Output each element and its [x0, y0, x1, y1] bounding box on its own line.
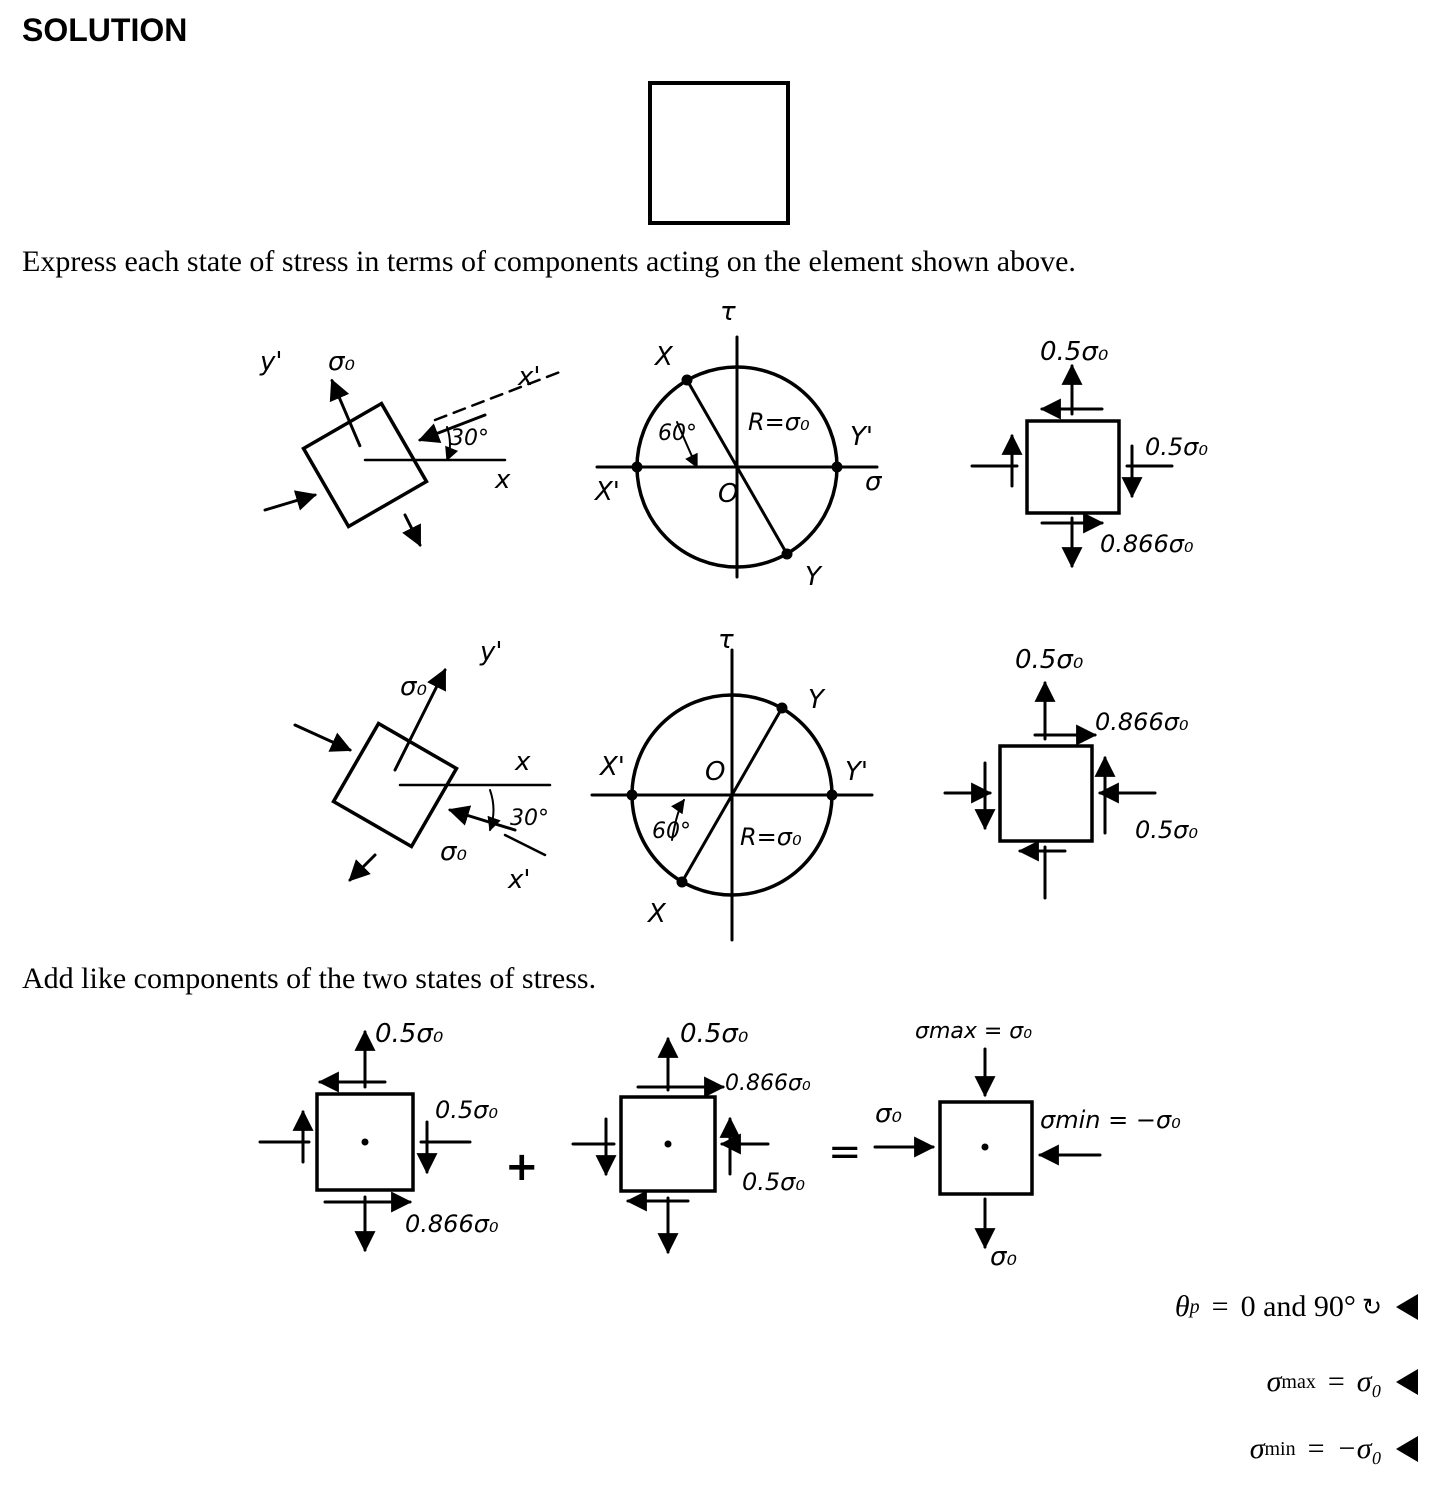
- equals: =: [1327, 1365, 1345, 1398]
- label: τ: [718, 625, 734, 655]
- label: 0.5σ₀: [1015, 645, 1084, 675]
- label: 0.5σ₀: [680, 1019, 749, 1049]
- label: σ₀: [328, 347, 355, 377]
- sigma-min-value: −σ₀: [1336, 1432, 1382, 1465]
- stress-element-square: [648, 81, 790, 225]
- sigma-symbol: σ: [1249, 1432, 1265, 1465]
- label: 0.5σ₀: [375, 1019, 444, 1049]
- label: Y: [808, 685, 826, 715]
- label: 0.866σ₀: [1095, 708, 1189, 736]
- max-subscript: max: [1281, 1370, 1316, 1393]
- answer-marker-icon: [1396, 1436, 1418, 1462]
- label: X': [598, 752, 625, 782]
- equals: =: [1307, 1432, 1325, 1465]
- superposition-figure: 0.5σ₀ 0.5σ₀ 0.866σ₀ + 0.5σ₀ 0.866σ₀ 0.5σ…: [258, 1019, 1181, 1272]
- label: R=σ₀: [740, 823, 802, 851]
- label: 0.866σ₀: [405, 1210, 499, 1238]
- plus-sign: +: [505, 1144, 539, 1190]
- equals-sign: =: [828, 1129, 862, 1175]
- state1-mohr-circle: [595, 335, 879, 579]
- element-a: [258, 1029, 472, 1253]
- instruction-text-2: Add like components of the two states of…: [22, 962, 597, 995]
- label: σ₀: [440, 837, 467, 867]
- min-subscript: min: [1264, 1437, 1296, 1460]
- label: 0.5σ₀: [1145, 433, 1208, 461]
- label: σ₀: [875, 1099, 902, 1129]
- label: σ: [865, 467, 883, 497]
- sigma-symbol: σ: [1266, 1365, 1282, 1398]
- label: σ₀: [400, 672, 427, 702]
- state1-result-element: [970, 363, 1174, 569]
- label: O: [705, 757, 725, 787]
- label: Y: [805, 562, 823, 592]
- label: 0.5σ₀: [742, 1168, 805, 1196]
- label: X: [646, 899, 667, 929]
- label: X: [653, 342, 674, 372]
- label: 60°: [658, 421, 697, 446]
- label: y': [479, 637, 503, 667]
- label: τ: [720, 297, 736, 327]
- label: x': [507, 865, 531, 895]
- label: 0.5σ₀: [435, 1096, 498, 1124]
- label: 30°: [510, 806, 549, 831]
- label: 0.866σ₀: [1100, 530, 1194, 558]
- rotation-arrow-icon: ↻: [1361, 1294, 1382, 1321]
- label: 0.5σ₀: [1135, 816, 1198, 844]
- state2-mohr-circle: [590, 648, 874, 942]
- state1-element: [263, 368, 567, 547]
- theta-subscript: p: [1189, 1295, 1200, 1318]
- stress-state-figure: y' σ₀ x' 30° x τ X 60° R=σ₀ Y' σ X' O Y …: [259, 297, 1208, 942]
- instruction-text-1: Express each state of stress in terms of…: [22, 245, 1076, 278]
- theta-symbol: θ: [1174, 1290, 1190, 1323]
- element-c: [873, 1047, 1102, 1250]
- label: Y': [845, 757, 868, 787]
- label: σmin = −σ₀: [1040, 1106, 1181, 1134]
- label: 0.866σ₀: [725, 1071, 811, 1096]
- element-b: [571, 1036, 770, 1255]
- label: x: [514, 747, 531, 777]
- state2-result-element: [943, 680, 1157, 900]
- label: 30°: [450, 426, 489, 451]
- solution-heading: SOLUTION: [22, 12, 188, 48]
- label: R=σ₀: [748, 408, 810, 436]
- label: X': [593, 477, 620, 507]
- label: x': [517, 362, 541, 392]
- equals: =: [1211, 1290, 1229, 1323]
- state2-element: [293, 668, 552, 882]
- label: Y': [850, 422, 873, 452]
- sigma-max-value: σ₀: [1356, 1365, 1382, 1398]
- label: y': [259, 347, 283, 377]
- label: σmax = σ₀: [915, 1019, 1032, 1044]
- theta-value: 0 and 90°: [1240, 1290, 1356, 1323]
- label: σ₀: [990, 1242, 1017, 1272]
- label: x: [494, 465, 511, 495]
- label: 60°: [652, 819, 691, 844]
- label: 0.5σ₀: [1040, 337, 1109, 367]
- answer-marker-icon: [1396, 1369, 1418, 1395]
- answer-marker-icon: [1396, 1294, 1418, 1320]
- label: O: [718, 479, 738, 509]
